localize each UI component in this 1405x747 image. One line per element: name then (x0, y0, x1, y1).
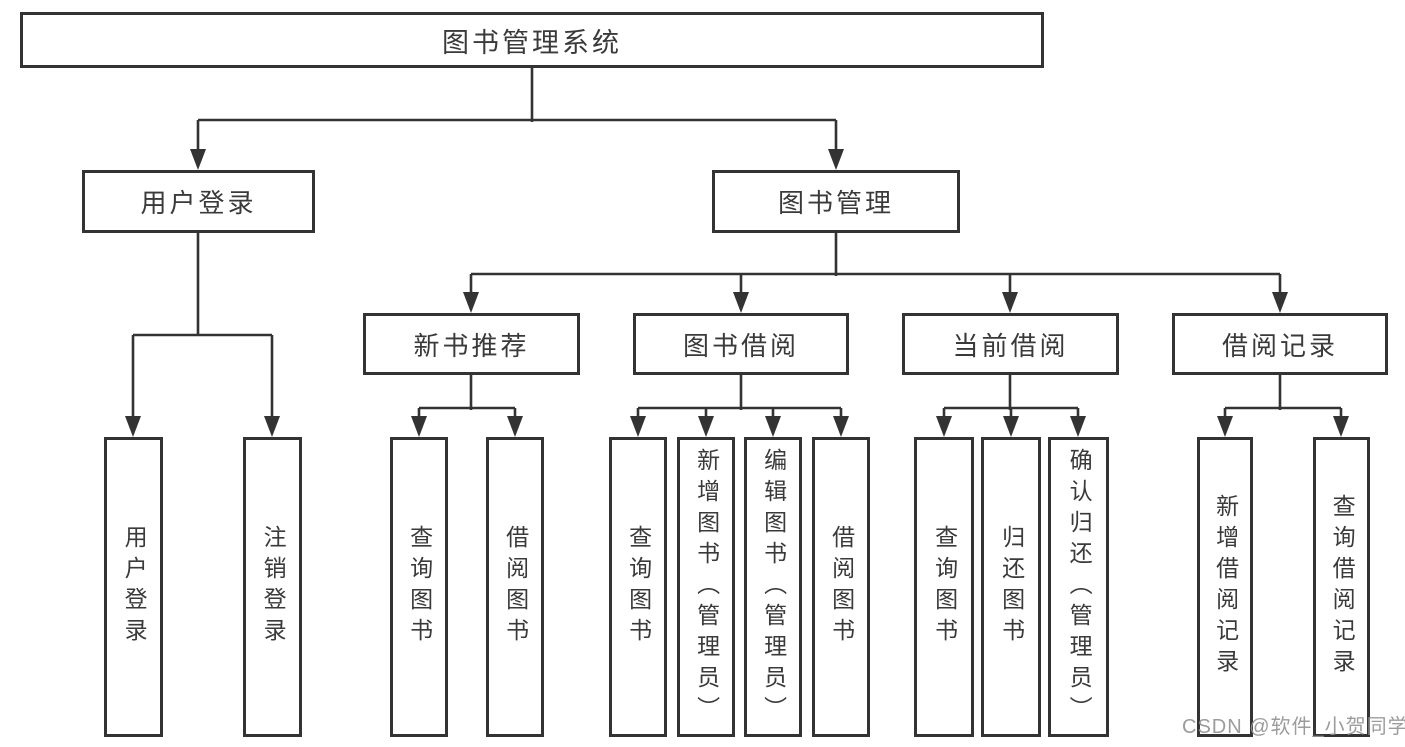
arrow-down-icons (125, 149, 1349, 437)
arrow-down-icon (1217, 416, 1233, 437)
arrow-down-icon (1333, 416, 1349, 437)
arrow-down-icon (125, 416, 141, 437)
leaf-query-books-recommend: 查询图书 (390, 437, 448, 737)
leaf-query-borrow-record-label: 查询借阅记录 (1329, 494, 1356, 680)
leaf-confirm-return-admin: 确认归还（管理员） (1048, 437, 1109, 737)
arrow-down-icon (1003, 416, 1019, 437)
arrow-down-icon (190, 149, 206, 170)
watermark: CSDN @软件_小贺同学 (1182, 716, 1405, 738)
leaf-edit-book-admin: 编辑图书（管理员） (744, 437, 802, 737)
arrow-down-icon (1070, 416, 1086, 437)
tree-connector-path (131, 68, 1343, 422)
leaf-add-borrow-record-label: 新增借阅记录 (1212, 494, 1239, 680)
leaf-return-books: 归还图书 (981, 437, 1041, 737)
leaf-add-book-admin: 新增图书（管理员） (677, 437, 735, 737)
node-borrowing-records: 借阅记录 (1172, 313, 1388, 375)
leaf-query-borrow-record: 查询借阅记录 (1313, 437, 1370, 737)
leaf-return-books-label: 归还图书 (998, 525, 1025, 649)
node-user-login-label: 用户登录 (140, 188, 257, 218)
leaf-query-books-borrowing: 查询图书 (609, 437, 667, 737)
leaf-query-books-recommend-label: 查询图书 (406, 525, 433, 649)
leaf-query-books-current-label: 查询图书 (931, 525, 958, 649)
arrow-down-icon (507, 416, 523, 437)
node-library-system: 图书管理系统 (20, 12, 1044, 68)
leaf-borrow-books-borrowing-label: 借阅图书 (828, 525, 855, 649)
leaf-user-login-label: 用户登录 (121, 525, 148, 649)
arrow-down-icon (264, 416, 280, 437)
node-user-login: 用户登录 (82, 170, 315, 233)
arrow-down-icon (936, 416, 952, 437)
node-book-borrowing-label: 图书借阅 (682, 330, 799, 361)
leaf-logout-label: 注销登录 (260, 525, 287, 649)
arrow-down-icon (828, 149, 844, 170)
node-current-borrowing-label: 当前借阅 (952, 330, 1069, 361)
leaf-add-borrow-record: 新增借阅记录 (1197, 437, 1253, 737)
leaf-borrow-books-recommend-label: 借阅图书 (502, 525, 529, 649)
leaf-user-login: 用户登录 (104, 437, 163, 737)
node-book-borrowing: 图书借阅 (633, 313, 849, 375)
node-new-book-recommendation: 新书推荐 (363, 313, 580, 375)
node-borrowing-records-label: 借阅记录 (1221, 330, 1338, 361)
leaf-edit-book-admin-label: 编辑图书（管理员） (760, 447, 787, 727)
node-new-book-recommendation-label: 新书推荐 (413, 330, 530, 361)
arrow-down-icon (1272, 292, 1288, 313)
node-current-borrowing: 当前借阅 (902, 313, 1119, 375)
arrow-down-icon (1002, 292, 1018, 313)
arrow-down-icon (698, 416, 714, 437)
leaf-borrow-books-recommend: 借阅图书 (486, 437, 544, 737)
node-book-management: 图书管理 (712, 170, 960, 233)
node-book-management-label: 图书管理 (777, 188, 894, 218)
arrow-down-icon (833, 416, 849, 437)
arrow-down-icon (733, 292, 749, 313)
leaf-logout: 注销登录 (243, 437, 302, 737)
arrow-down-icon (411, 416, 427, 437)
leaf-confirm-return-admin-label: 确认归还（管理员） (1066, 447, 1093, 727)
leaf-query-books-borrowing-label: 查询图书 (625, 525, 652, 649)
leaf-add-book-admin-label: 新增图书（管理员） (693, 447, 720, 727)
leaf-borrow-books-borrowing: 借阅图书 (812, 437, 870, 737)
node-library-system-label: 图书管理系统 (442, 27, 622, 58)
leaf-query-books-current: 查询图书 (914, 437, 974, 737)
arrow-down-icon (463, 292, 479, 313)
arrow-down-icon (765, 416, 781, 437)
arrow-down-icon (630, 416, 646, 437)
